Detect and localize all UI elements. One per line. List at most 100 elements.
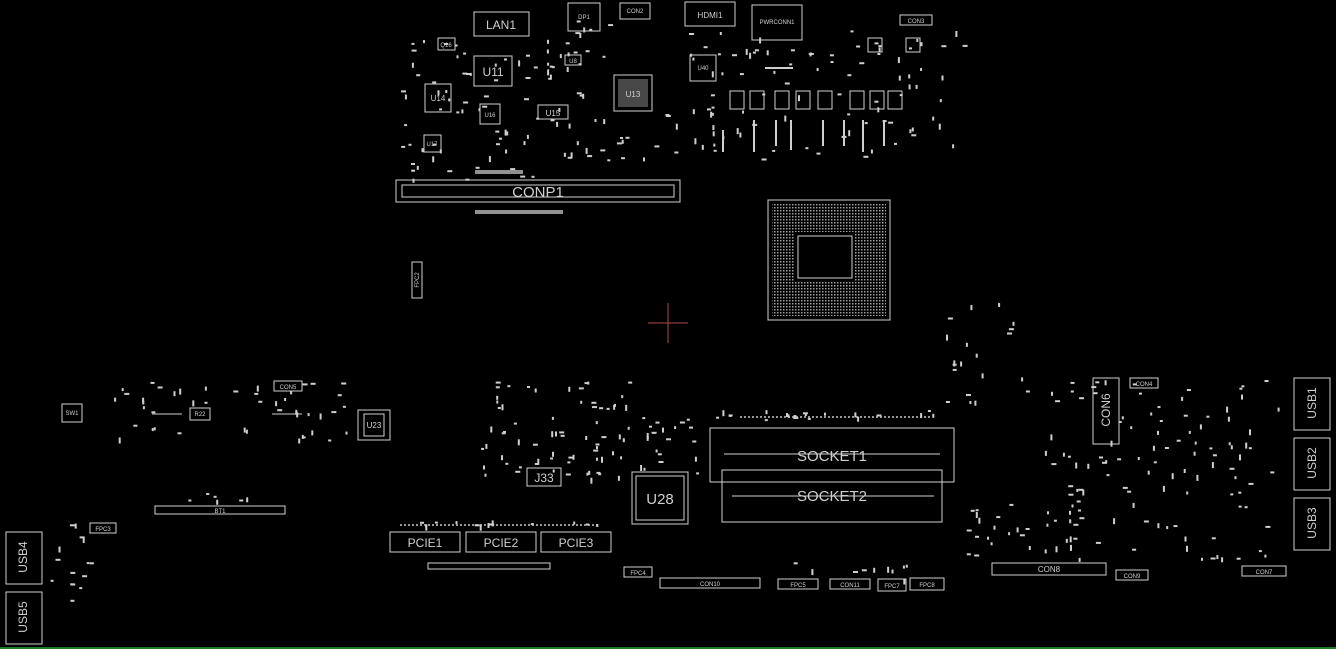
passive-pad bbox=[811, 569, 814, 576]
passive-pad bbox=[625, 136, 630, 139]
passive-pad bbox=[590, 477, 593, 484]
passive-pad bbox=[798, 95, 800, 102]
component-pwrconn1[interactable]: PWRCONN1 bbox=[751, 4, 803, 41]
passive-pad bbox=[920, 68, 923, 71]
component-fpc8[interactable]: FPC8 bbox=[909, 577, 945, 591]
passive-pad bbox=[423, 40, 425, 44]
passive-pad bbox=[975, 512, 978, 518]
passive-pad bbox=[662, 427, 664, 433]
passive-pad bbox=[70, 571, 76, 574]
component-con7[interactable]: CON7 bbox=[1241, 565, 1287, 577]
component-fpc4[interactable]: FPC4 bbox=[623, 566, 653, 578]
passive-pad bbox=[70, 599, 75, 602]
component-u11[interactable]: U11 bbox=[473, 55, 513, 87]
passive-pad bbox=[1046, 523, 1049, 527]
component-lan1[interactable]: LAN1 bbox=[473, 11, 530, 37]
component-fpc2[interactable]: FPC2 bbox=[411, 261, 423, 299]
component-u8[interactable]: U8 bbox=[564, 54, 582, 66]
passive-pad bbox=[491, 520, 494, 527]
component-usb2[interactable]: USB2 bbox=[1293, 437, 1331, 491]
passive-pad bbox=[655, 421, 660, 424]
component-con6[interactable]: CON6 bbox=[1092, 377, 1120, 445]
component-fpc7[interactable]: FPC7 bbox=[877, 578, 907, 592]
passive-pad bbox=[909, 129, 912, 134]
passive-pad bbox=[1241, 394, 1243, 400]
passive-pad bbox=[761, 158, 767, 161]
passive-pad bbox=[692, 57, 695, 61]
component-con3[interactable]: CON3 bbox=[899, 14, 933, 26]
passive-pad bbox=[722, 136, 725, 140]
passive-pad bbox=[713, 149, 717, 152]
passive-pad bbox=[1176, 439, 1181, 442]
passive-pad bbox=[555, 431, 557, 437]
component-con11[interactable]: CON11 bbox=[829, 578, 871, 590]
passive-pad bbox=[530, 523, 534, 526]
passive-pad bbox=[960, 361, 963, 367]
component-con5[interactable]: CON5 bbox=[273, 380, 303, 392]
passive-pad bbox=[1186, 545, 1188, 552]
passive-pad bbox=[908, 84, 911, 90]
passive-pad bbox=[1078, 509, 1081, 512]
passive-pad bbox=[692, 109, 695, 115]
passive-pad bbox=[596, 457, 598, 461]
component-r22[interactable]: R22 bbox=[189, 407, 211, 421]
component-u28[interactable]: U28 bbox=[631, 471, 689, 525]
passive-pad bbox=[830, 61, 834, 63]
component-fpc3[interactable]: FPC3 bbox=[89, 522, 117, 534]
component-bt1[interactable]: BT1 bbox=[154, 505, 286, 515]
component-usb5[interactable]: USB5 bbox=[5, 591, 43, 645]
component-con8[interactable]: CON8 bbox=[991, 562, 1107, 576]
passive-pad bbox=[501, 455, 503, 461]
passive-pad bbox=[1258, 550, 1262, 553]
component-usb4[interactable]: USB4 bbox=[5, 531, 43, 585]
component-conp1[interactable]: CONP1 bbox=[395, 179, 681, 203]
component-u16[interactable]: U16 bbox=[479, 103, 501, 125]
component-socket1[interactable]: SOCKET1 bbox=[709, 427, 955, 483]
passive-pad bbox=[1095, 541, 1101, 544]
passive-pad bbox=[941, 45, 947, 48]
component-u23[interactable]: U23 bbox=[357, 409, 391, 441]
component-hdmi1[interactable]: HDMI1 bbox=[684, 1, 736, 27]
passive-pad bbox=[595, 443, 600, 446]
passive-pad bbox=[772, 149, 776, 152]
passive-pad bbox=[549, 74, 552, 80]
passive-pad bbox=[952, 363, 957, 366]
component-usb1[interactable]: USB1 bbox=[1293, 377, 1331, 431]
passive-pad bbox=[946, 334, 948, 341]
passive-pad bbox=[1078, 488, 1084, 491]
passive-pad bbox=[938, 123, 941, 130]
passive-pad bbox=[552, 451, 554, 457]
passive-pad bbox=[970, 509, 975, 512]
component-q16[interactable]: Q16 bbox=[437, 37, 456, 51]
passive-pad bbox=[829, 54, 834, 57]
passive-pad bbox=[850, 30, 854, 33]
passive-pad bbox=[179, 388, 182, 395]
component-pcie3[interactable]: PCIE3 bbox=[540, 531, 612, 553]
component-dp1[interactable]: DP1 bbox=[567, 2, 601, 32]
component-pcie1[interactable]: PCIE1 bbox=[389, 531, 461, 553]
component-u14[interactable]: U14 bbox=[424, 83, 452, 113]
component-j33[interactable]: J33 bbox=[526, 467, 562, 487]
component-fpc5[interactable]: FPC5 bbox=[777, 578, 819, 590]
component-usb3[interactable]: USB3 bbox=[1293, 497, 1331, 551]
component-con4[interactable]: CON4 bbox=[1129, 377, 1159, 389]
passive-pad bbox=[82, 536, 85, 543]
component-u15[interactable]: U15 bbox=[537, 104, 569, 120]
component-u13[interactable]: U13 bbox=[613, 74, 653, 112]
svg-text:U23: U23 bbox=[367, 421, 382, 430]
component-con9[interactable]: CON9 bbox=[1115, 569, 1149, 581]
component-con10[interactable]: CON10 bbox=[659, 577, 761, 589]
component-sw1[interactable]: SW1 bbox=[61, 403, 83, 423]
component-u40[interactable]: U40 bbox=[689, 54, 717, 82]
passive-pad bbox=[1164, 447, 1169, 449]
passive-pad bbox=[765, 410, 768, 415]
component-pcie2[interactable]: PCIE2 bbox=[465, 531, 537, 553]
passive-pad bbox=[622, 438, 625, 443]
passive-pad bbox=[595, 421, 598, 425]
component-socket2[interactable]: SOCKET2 bbox=[721, 469, 943, 523]
passive-pad bbox=[722, 410, 725, 417]
cpu-bga-package[interactable] bbox=[767, 199, 891, 321]
component-u17[interactable]: U17 bbox=[423, 134, 442, 153]
component-con2[interactable]: CON2 bbox=[619, 2, 651, 20]
